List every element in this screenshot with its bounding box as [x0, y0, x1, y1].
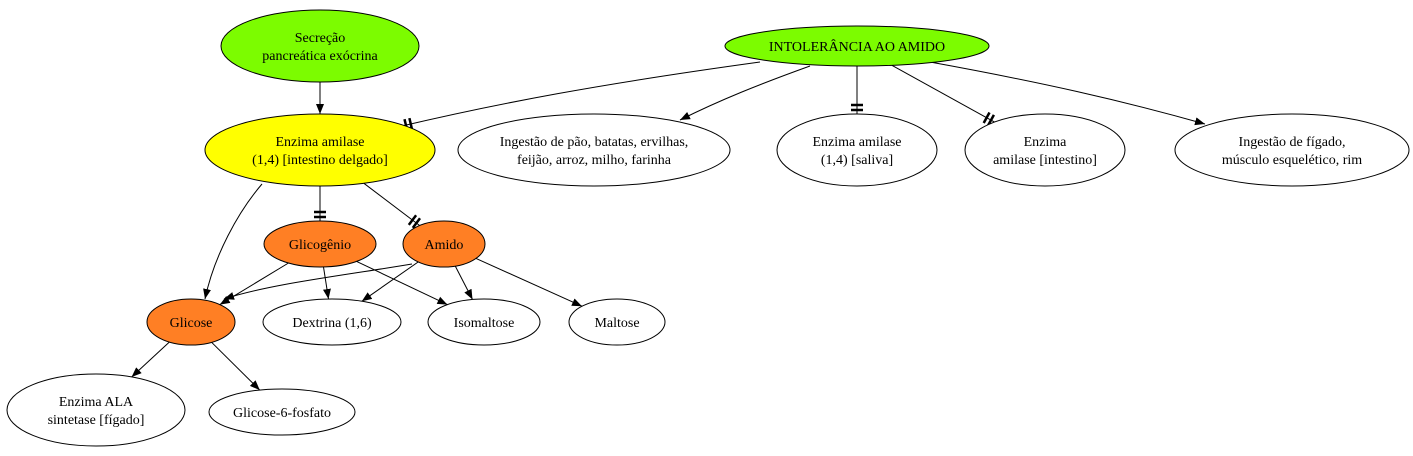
node-label-amilase_saliva-line-2: (1,4) [saliva]	[821, 153, 893, 168]
node-label-dextrina: Dextrina (1,6)	[292, 316, 372, 331]
node-shape-glicose	[146, 298, 236, 346]
node-ingestao_figado: Ingestão de fígado, músculo esquelético, …	[1174, 113, 1410, 187]
edges-layer	[131, 61, 1206, 391]
edge-intolerancia-to-ingestao_pao	[679, 65, 811, 121]
node-shape-intolerancia	[724, 25, 990, 67]
node-label-amilase_intestino-line-2: amilase [intestino]	[993, 153, 1097, 168]
node-label-ala_sintetase-line-2: sintetase [fígado]	[48, 413, 145, 428]
node-shape-glicose6	[208, 388, 356, 436]
node-shape-amilase_intestino_delgado	[204, 113, 436, 187]
node-label-amilase_intestino-line-1: Enzima	[1024, 135, 1068, 150]
node-label-ingestao_figado-line-1: Ingestão de fígado,	[1239, 135, 1346, 150]
node-maltose: Maltose	[568, 298, 666, 346]
node-shape-ingestao_figado	[1174, 113, 1410, 187]
node-shape-isomaltose	[427, 298, 541, 346]
node-isomaltose: Isomaltose	[427, 298, 541, 346]
node-label-ingestao_pao-line-1: Ingestão de pão, batatas, ervilhas,	[500, 135, 689, 150]
node-label-amilase_intestino_delgado-line-2: (1,4) [intestino delgado]	[252, 153, 388, 168]
edge-amido-to-glicose	[223, 263, 413, 300]
node-label-glicose6: Glicose-6-fosfato	[233, 406, 331, 421]
node-shape-amilase_intestino	[964, 113, 1126, 187]
edge-amido-to-isomaltose	[454, 265, 473, 300]
edge-glicogenio-to-isomaltose	[356, 260, 448, 306]
node-label-glicose: Glicose	[170, 316, 213, 331]
tee-bar-intolerancia-to-amilase_intestino-1	[987, 114, 995, 127]
edge-glicose-to-ala_sintetase	[131, 341, 170, 378]
edge-intolerancia-to-ingestao_figado	[929, 61, 1206, 126]
node-dextrina: Dextrina (1,6)	[262, 298, 402, 346]
node-label-glicogenio: Glicogênio	[289, 238, 351, 253]
node-label-secrecao-line-1: Secreção	[295, 31, 346, 46]
node-label-amilase_saliva-line-1: Enzima amilase	[812, 135, 901, 150]
node-ala_sintetase: Enzima ALA sintetase [fígado]	[6, 373, 186, 447]
edge-amilase_intestino_delgado-to-amido	[363, 182, 420, 226]
node-glicogenio: Glicogênio	[263, 220, 377, 268]
node-ingestao_pao: Ingestão de pão, batatas, ervilhas, feijã…	[457, 113, 731, 187]
tee-bar-intolerancia-to-amilase_intestino-2	[982, 111, 991, 124]
node-glicose: Glicose	[146, 298, 236, 346]
node-amilase_intestino_delgado: Enzima amilase (1,4) [intestino delgado]	[204, 113, 436, 187]
node-label-amido: Amido	[425, 238, 464, 253]
tee-bar-amilase_intestino_delgado-to-amido-1	[411, 217, 421, 229]
node-shape-ingestao_pao	[457, 113, 731, 187]
node-shape-dextrina	[262, 298, 402, 346]
tee-bar-amilase_intestino_delgado-to-amido-2	[407, 214, 418, 226]
node-label-secrecao-line-2: pancreática exócrina	[262, 49, 378, 64]
edge-amilase_intestino_delgado-to-glicose	[203, 183, 263, 300]
node-label-ala_sintetase-line-1: Enzima ALA	[59, 395, 134, 410]
edge-intolerancia-to-amilase_intestino	[891, 64, 995, 123]
node-label-maltose: Maltose	[594, 316, 639, 331]
edge-intolerancia-to-amilase_intestino_delgado	[401, 61, 761, 127]
node-label-isomaltose: Isomaltose	[454, 316, 515, 331]
node-shape-amilase_saliva	[776, 113, 938, 187]
node-label-amilase_intestino_delgado-line-1: Enzima amilase	[275, 135, 364, 150]
node-secrecao: Secreção pancreática exócrina	[220, 9, 420, 83]
node-amilase_intestino: Enzima amilase [intestino]	[964, 113, 1126, 187]
node-label-intolerancia: INTOLERÂNCIA AO AMIDO	[769, 38, 945, 55]
node-label-ingestao_figado-line-2: músculo esquelético, rim	[1222, 153, 1362, 168]
nodes-layer: Secreção pancreática exócrina INTOLERÂNCIA…	[6, 9, 1410, 447]
edge-amido-to-maltose	[475, 257, 583, 307]
node-shape-amido	[402, 220, 486, 268]
node-glicose6: Glicose-6-fosfato	[208, 388, 356, 436]
node-intolerancia: INTOLERÂNCIA AO AMIDO	[724, 25, 990, 67]
edge-amido-to-dextrina	[361, 261, 419, 302]
node-shape-ala_sintetase	[6, 373, 186, 447]
node-shape-maltose	[568, 298, 666, 346]
node-amilase_saliva: Enzima amilase (1,4) [saliva]	[776, 113, 938, 187]
edge-glicose-to-glicose6	[211, 341, 261, 391]
edge-glicogenio-to-dextrina	[323, 266, 331, 300]
node-shape-glicogenio	[263, 220, 377, 268]
node-shape-secrecao	[220, 9, 420, 83]
node-label-ingestao_pao-line-2: feijão, arroz, milho, farinha	[517, 153, 672, 168]
node-amido: Amido	[402, 220, 486, 268]
edge-glicogenio-to-glicose	[219, 262, 289, 306]
